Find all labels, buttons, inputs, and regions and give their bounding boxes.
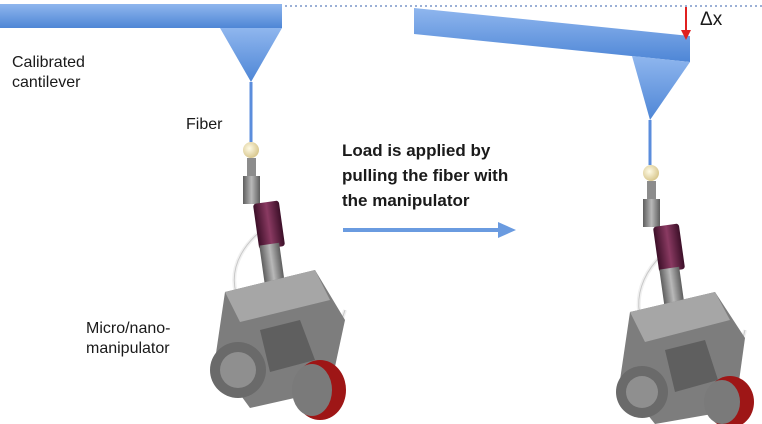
manipulator-left	[210, 158, 347, 420]
deflection-arrow	[681, 7, 691, 40]
load-description: Load is applied by pulling the fiber wit…	[342, 138, 508, 213]
calibrated-cantilever-label-line1: Calibrated	[12, 54, 85, 71]
cantilever-left	[0, 4, 282, 142]
fiber-bead-left	[243, 142, 259, 158]
load-description-line1: Load is applied by	[342, 141, 491, 160]
cantilever-right	[414, 8, 690, 165]
manipulator-right	[616, 181, 754, 424]
load-description-line2: pulling the fiber with	[342, 166, 509, 185]
manipulator-label-line1: Micro/nano-	[86, 320, 171, 337]
calibrated-cantilever-label-line2: cantilever	[12, 74, 81, 91]
fiber-label: Fiber	[186, 116, 223, 133]
manipulator-label-line2: manipulator	[86, 340, 170, 357]
manipulator-label: Micro/nano- manipulator	[86, 319, 170, 359]
pull-arrow	[343, 222, 516, 238]
calibrated-cantilever-label: Calibrated cantilever	[12, 53, 85, 93]
delta-x-label: Δx	[700, 9, 723, 30]
fiber-bead-right	[643, 165, 659, 181]
load-description-line3: the manipulator	[342, 191, 470, 210]
